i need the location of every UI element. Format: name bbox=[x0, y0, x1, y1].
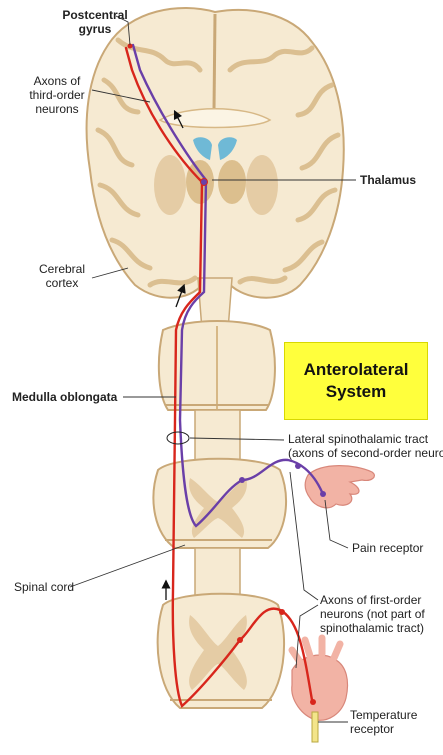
tract-cross-section-marker bbox=[167, 432, 189, 444]
cerebral-cortex-label: Cerebral cortex bbox=[30, 262, 94, 290]
postcentral-gyrus-label: Postcentral gyrus bbox=[60, 8, 130, 36]
axons-third-order-label: Axons of third-order neurons bbox=[22, 74, 92, 116]
pain-synapse bbox=[239, 477, 245, 483]
anterolateral-system-title-box: Anterolateral System bbox=[284, 342, 428, 420]
hand-lower-illustration bbox=[292, 638, 348, 742]
brain-coronal-section bbox=[87, 8, 344, 330]
temperature-probe bbox=[312, 712, 318, 742]
temperature-synapse bbox=[237, 637, 243, 643]
medulla-oblongata-label: Medulla oblongata bbox=[12, 390, 117, 404]
longitudinal-fissure bbox=[214, 14, 215, 110]
thalamus-right bbox=[218, 160, 246, 204]
temperature-receptor-label: Temperature receptor bbox=[350, 708, 417, 736]
pain-receptor-label: Pain receptor bbox=[352, 541, 423, 555]
lateral-spinothalamic-tract-label: Lateral spinothalamic tract (axons of se… bbox=[288, 432, 443, 460]
pain-receptor-ending bbox=[320, 491, 326, 497]
thalamus-label: Thalamus bbox=[360, 173, 416, 187]
title-line-1: Anterolateral bbox=[304, 359, 409, 381]
temperature-receptor-ending bbox=[310, 699, 316, 705]
axons-first-order-label: Axons of first-order neurons (not part o… bbox=[320, 593, 425, 635]
temperature-first-order-cell-body bbox=[279, 609, 285, 615]
pain-first-order-cell-body bbox=[295, 463, 301, 469]
basal-nuclei-left bbox=[154, 155, 186, 215]
hand-upper-shape bbox=[305, 466, 374, 508]
spinal-cord-label: Spinal cord bbox=[14, 580, 74, 594]
thalamic-synapse bbox=[201, 179, 208, 186]
title-line-2: System bbox=[326, 381, 386, 403]
hand-upper-illustration bbox=[305, 466, 374, 508]
basal-nuclei-right bbox=[246, 155, 278, 215]
